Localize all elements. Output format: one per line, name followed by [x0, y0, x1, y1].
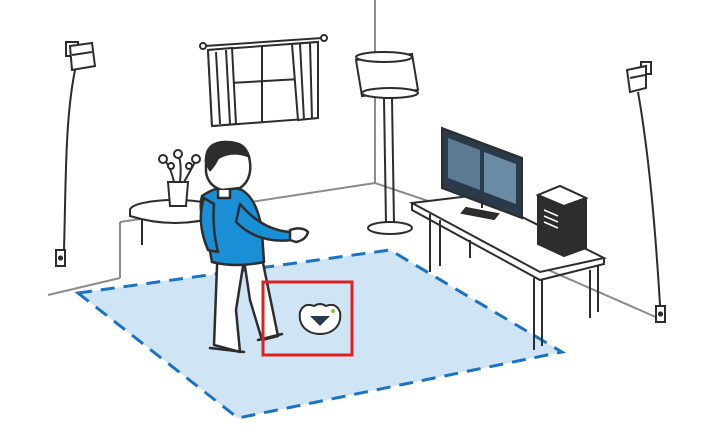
base-station-icon [625, 61, 652, 94]
plant-icon [158, 149, 201, 207]
vr-headset-icon [298, 303, 342, 335]
window-icon [199, 34, 328, 128]
power-outlet-icon [55, 249, 66, 267]
vr-headset-on-floor [261, 280, 354, 357]
pc-tower-icon [535, 184, 589, 258]
base-station-icon [65, 41, 97, 72]
power-outlet-icon [655, 305, 666, 323]
base-station-left [55, 41, 97, 267]
floor-lamp-icon [354, 51, 420, 235]
highlight-box [261, 280, 354, 357]
base-station-right [625, 61, 666, 323]
monitor-icon [441, 126, 523, 221]
